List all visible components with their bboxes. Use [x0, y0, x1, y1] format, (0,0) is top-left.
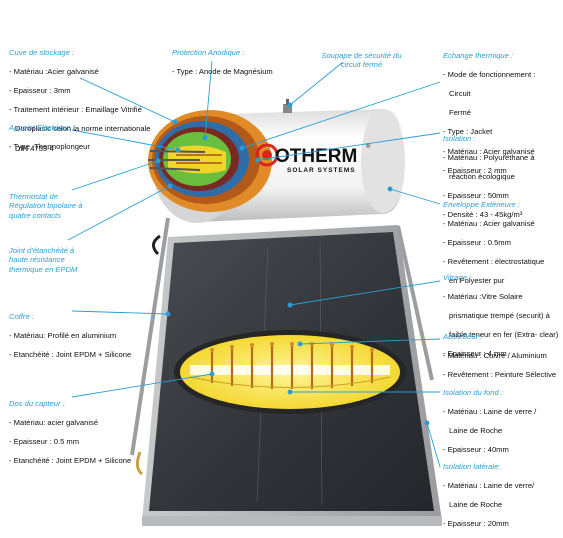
callout-line: - Mode de fonctionnement : [443, 69, 536, 79]
callout-line: - Epaisseur : 50mm [443, 191, 509, 201]
callout-title: Isolation latérale: [443, 461, 501, 471]
callout-line: - Matériau :Vitre Solaire [443, 291, 523, 301]
callout-title: Protection Anodique : [172, 47, 245, 57]
callout-line: - Epaisseur : 40mm [443, 445, 509, 455]
callout-line: - Matériau : Acier galvanisé [443, 218, 535, 228]
callout-title: Enveloppe Extérieure : [443, 199, 520, 209]
callout-joint: Joint d'étanchéité à haute résistance th… [9, 236, 91, 284]
callout-line: - Type : Anode de Magnésium [172, 66, 273, 76]
callout-line: Circuit [449, 88, 471, 98]
brand-name: OTHERM [275, 146, 357, 167]
callout-cuve: Cuve de stockage : - Matériau :Acier gal… [9, 38, 151, 163]
callout-line: - Etanchéité : Joint EPDM + Silicone [9, 456, 132, 466]
callout-line: - Traitement intérieur : Emaillage Vitri… [9, 105, 142, 115]
safety-valve [283, 104, 292, 113]
leader-lines [67, 60, 441, 468]
callout-appoint: Appoint Electrique : - Type :Thermoplong… [9, 113, 90, 161]
callout-line: réaction écologique [449, 171, 515, 181]
outlet-pipe [135, 451, 144, 476]
callout-title: Isolation du fond : [443, 387, 503, 397]
callout-isolation: Isolation : - Matériau : Polyuréthane à … [443, 124, 535, 230]
otherm-logo: OTHERM ® SOLAR SYSTEMS [255, 143, 371, 174]
callout-line: en Polyester pur [449, 276, 505, 286]
callout-line: - Type :Thermoplongeur [9, 141, 90, 151]
callout-soupape: Soupape de sécurité du circuit fermé [314, 41, 409, 79]
callout-line: DIN 4753-4 [15, 143, 54, 153]
callout-line: - Revêtement : Peinture Sélective [443, 369, 557, 379]
callout-line: - Epaisseur : 0.5 mm [9, 436, 80, 446]
storage-tank [148, 99, 405, 223]
solar-collector [142, 225, 442, 526]
callout-line: prismatique trempé (securit) à [449, 310, 550, 320]
callout-title: Absorbeur : [443, 331, 483, 341]
callout-title: Vitrage : [443, 272, 472, 282]
callout-line: - Matériau : Acier galvanisé [443, 146, 535, 156]
callout-thermostat: Thermostat de Régulation bipolaire à qua… [9, 182, 87, 230]
callout-isolation-fond: Isolation du fond : - Matériau : Laine d… [443, 378, 536, 464]
callout-line: - Matériau: Profilé en aluminium [9, 330, 117, 340]
callout-line: Fermé [449, 108, 471, 118]
callout-title: Thermostat de Régulation bipolaire à qua… [9, 191, 83, 220]
callout-title: Dos du capteur : [9, 398, 65, 408]
callout-vitrage: Vitrage : - Matériau :Vitre Solaire pris… [443, 263, 558, 369]
callout-line: - Matériau : Laine de verre / [443, 406, 537, 416]
callout-line: - Etanchéité : Joint EPDM + Silicone [9, 349, 132, 359]
callout-title: Isolation : [443, 133, 476, 143]
callout-protection: Protection Anodique : - Type : Anode de … [172, 38, 273, 86]
callout-echange: Echange thermique : - Mode de fonctionne… [443, 41, 535, 185]
callout-title: Cuve de stockage : [9, 47, 75, 57]
callout-line: - Type : Jacket [443, 127, 493, 137]
callout-enveloppe: Enveloppe Extérieure : - Matériau : Acie… [443, 190, 544, 296]
callout-line: - Matériau : Cuivre / Aluminium [443, 350, 547, 360]
callout-title: Coffre : [9, 311, 34, 321]
callout-line: - Epaisseur : 4 mm [443, 349, 507, 359]
callout-line: faible teneur en fer (Extra- clear) [449, 330, 559, 340]
callout-coffre: Coffre : - Matériau: Profilé en aluminiu… [9, 302, 131, 369]
callout-dos: Dos du capteur : - Matériau: acier galva… [9, 389, 131, 475]
callout-line: - Densité : 43 - 45kg/m³ [443, 210, 523, 220]
callout-line: - Matériau : Polyuréthane à [443, 152, 535, 162]
callout-title: Appoint Electrique : [9, 122, 75, 132]
callout-line: - Epaisseur : 2 mm [443, 165, 507, 175]
callout-line: Laine de Roche [449, 425, 503, 435]
callout-title: Joint d'étanchéité à haute résistance th… [9, 245, 78, 274]
callout-line: - Matériau: acier galvanisé [9, 417, 99, 427]
callout-line: - Matériau :Acier galvanisé [9, 66, 99, 76]
support-frame [130, 217, 434, 456]
callout-isolation-laterale: Isolation latérale: - Matériau : Laine d… [443, 452, 534, 538]
callout-line: - Epaisseur : 3mm [9, 85, 71, 95]
callout-line: - Revêtement : électrostatique [443, 257, 545, 267]
callout-line: Laine de Roche [449, 499, 503, 509]
callout-line: - Matériau : Laine de verre/ [443, 480, 535, 490]
callout-line: - Epaisseur : 0.5mm [443, 237, 511, 247]
callout-title: Echange thermique : [443, 50, 514, 60]
brand-mark: ® [366, 143, 371, 150]
callout-line: Duroplasic selon la norme internationale [15, 124, 151, 134]
callout-absorbeur: Absorbeur : - Matériau : Cuivre / Alumin… [443, 322, 556, 389]
callout-title: Soupape de sécurité du circuit fermé [321, 50, 402, 70]
callout-line: - Epaisseur : 20mm [443, 519, 509, 529]
brand-tagline: SOLAR SYSTEMS [287, 167, 356, 174]
